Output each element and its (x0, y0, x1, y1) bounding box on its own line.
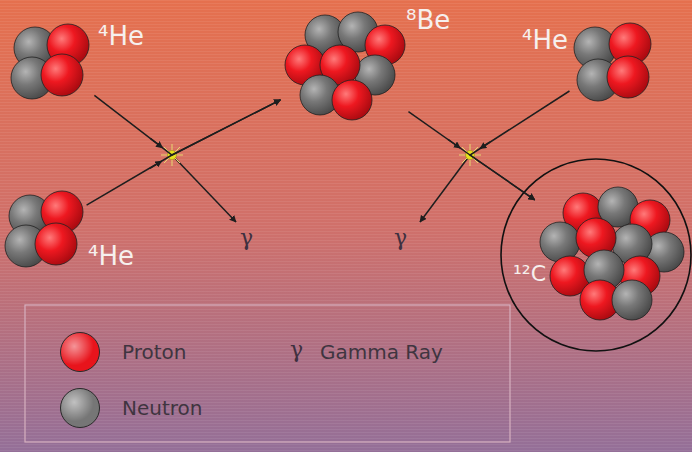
gamma-symbol: γ (290, 338, 303, 362)
nucleus-label: ⁸Be (406, 6, 450, 35)
reaction-arrow (94, 95, 280, 155)
carbon-nucleus (540, 187, 684, 320)
legend-frame (25, 305, 510, 442)
nucleus-label: ⁴He (522, 26, 568, 55)
legend-text: Neutron (122, 396, 202, 420)
nucleus-node: ¹²C (538, 186, 688, 322)
nucleus-node: ⁴He (4, 190, 84, 270)
helium-nucleus (11, 24, 89, 99)
helium-nucleus (574, 23, 651, 101)
highlight-circle (501, 159, 691, 351)
beryllium-nucleus (285, 12, 405, 120)
nucleus-node: ⁴He (10, 22, 92, 102)
reaction-arrow (470, 91, 569, 200)
helium-nucleus (5, 191, 83, 267)
nucleus-label: ⁴He (98, 22, 144, 51)
gamma-symbol: γ (394, 226, 407, 250)
legend-swatch (60, 332, 100, 372)
nucleus-node: ⁸Be (284, 12, 406, 122)
gamma-symbol: γ (240, 226, 253, 250)
gamma-arrow (172, 155, 236, 222)
gamma-arrow (420, 155, 470, 222)
nucleus-label: ⁴He (88, 242, 134, 271)
legend-text: Proton (122, 340, 186, 364)
legend-text: Gamma Ray (320, 340, 443, 364)
nucleus-label: ¹²C (513, 262, 546, 286)
nucleus-node: ⁴He (572, 22, 654, 104)
reaction-arrow (87, 100, 281, 205)
legend-swatch (60, 388, 100, 428)
